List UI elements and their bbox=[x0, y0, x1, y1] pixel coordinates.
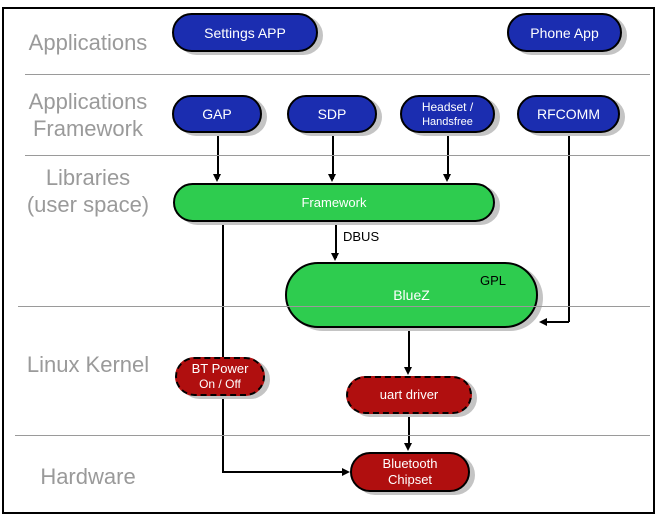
node-bt-power: BT Power On / Off bbox=[175, 357, 265, 396]
layer-label-applications: Applications bbox=[8, 29, 168, 56]
node-phone-app-label: Phone App bbox=[530, 24, 599, 41]
connector-framework-to-bluez bbox=[335, 222, 337, 258]
connector-headset-to-framework bbox=[447, 133, 449, 179]
node-bluetooth-chipset-line1: Bluetooth bbox=[382, 456, 438, 471]
node-phone-app: Phone App bbox=[507, 13, 622, 52]
node-settings-app-label: Settings APP bbox=[204, 24, 286, 41]
node-sdp-label: SDP bbox=[317, 106, 347, 122]
arrowhead-to-bluetooth-chipset-left bbox=[342, 468, 350, 476]
dbus-edge-label: DBUS bbox=[343, 229, 380, 244]
connector-bluez-to-uart bbox=[408, 328, 410, 371]
arrowhead-headset-to-framework bbox=[443, 174, 451, 182]
layer-label-linux-kernel-text: Linux Kernel bbox=[26, 352, 150, 377]
node-rfcomm-label: RFCOMM bbox=[537, 106, 600, 122]
node-gap-label: GAP bbox=[202, 106, 232, 122]
node-bluetooth-chipset: Bluetooth Chipset bbox=[350, 452, 470, 492]
connector-framework-to-chipset-vertical bbox=[222, 222, 224, 473]
layer-label-hardware-text: Hardware bbox=[40, 464, 136, 489]
layer-label-libraries: Libraries (user space) bbox=[8, 164, 168, 218]
layer-label-libraries-line2: (user space) bbox=[26, 192, 150, 217]
diagram-border-frame bbox=[2, 7, 655, 514]
node-bt-power-line2: On / Off bbox=[199, 377, 241, 391]
layer-label-libraries-line1: Libraries bbox=[45, 165, 131, 190]
node-headset-handsfree-line1: Headset / bbox=[421, 99, 474, 114]
node-uart-driver: uart driver bbox=[346, 376, 472, 414]
connector-uart-to-chipset bbox=[408, 414, 410, 447]
connector-rfcomm-vertical bbox=[568, 133, 570, 322]
connector-rfcomm-horizontal bbox=[543, 321, 569, 323]
node-headset-handsfree-line2: Handsfree bbox=[422, 115, 473, 128]
gpl-license-badge: GPL bbox=[479, 273, 506, 288]
arrowhead-bluez-to-uart bbox=[404, 367, 412, 375]
arrowhead-uart-to-chipset bbox=[404, 443, 412, 451]
layer-label-applications-framework: Applications Framework bbox=[8, 88, 168, 142]
node-bluez-label: BlueZ bbox=[393, 287, 430, 303]
node-rfcomm: RFCOMM bbox=[517, 95, 620, 133]
node-gap: GAP bbox=[172, 95, 262, 133]
connector-gap-to-framework bbox=[217, 133, 219, 179]
node-uart-driver-label: uart driver bbox=[379, 387, 439, 402]
arrowhead-rfcomm-to-bluez bbox=[539, 318, 547, 326]
arrowhead-sdp-to-framework bbox=[328, 174, 336, 182]
layer-divider-1 bbox=[25, 74, 650, 75]
node-framework-label: Framework bbox=[301, 194, 367, 210]
layer-label-applications-text: Applications bbox=[28, 30, 148, 55]
layer-label-applications-framework-line1: Applications bbox=[28, 89, 148, 114]
layer-label-linux-kernel: Linux Kernel bbox=[8, 351, 168, 378]
connector-framework-to-chipset-horizontal bbox=[222, 471, 344, 473]
arrowhead-framework-to-bluez bbox=[331, 253, 339, 261]
node-bluez: GPL BlueZ bbox=[285, 262, 538, 328]
node-framework: Framework bbox=[173, 183, 495, 222]
node-headset-handsfree: Headset / Handsfree bbox=[400, 95, 495, 133]
layer-divider-3 bbox=[18, 306, 650, 307]
arrowhead-gap-to-framework bbox=[213, 174, 221, 182]
layer-divider-4 bbox=[15, 435, 650, 436]
node-bt-power-line1: BT Power bbox=[191, 361, 249, 376]
layer-divider-2 bbox=[25, 155, 650, 156]
node-sdp: SDP bbox=[287, 95, 377, 133]
node-bluetooth-chipset-line2: Chipset bbox=[387, 472, 433, 487]
layer-label-applications-framework-line2: Framework bbox=[32, 116, 143, 141]
layer-label-hardware: Hardware bbox=[8, 463, 168, 490]
connector-sdp-to-framework bbox=[332, 133, 334, 179]
node-settings-app: Settings APP bbox=[172, 13, 318, 52]
